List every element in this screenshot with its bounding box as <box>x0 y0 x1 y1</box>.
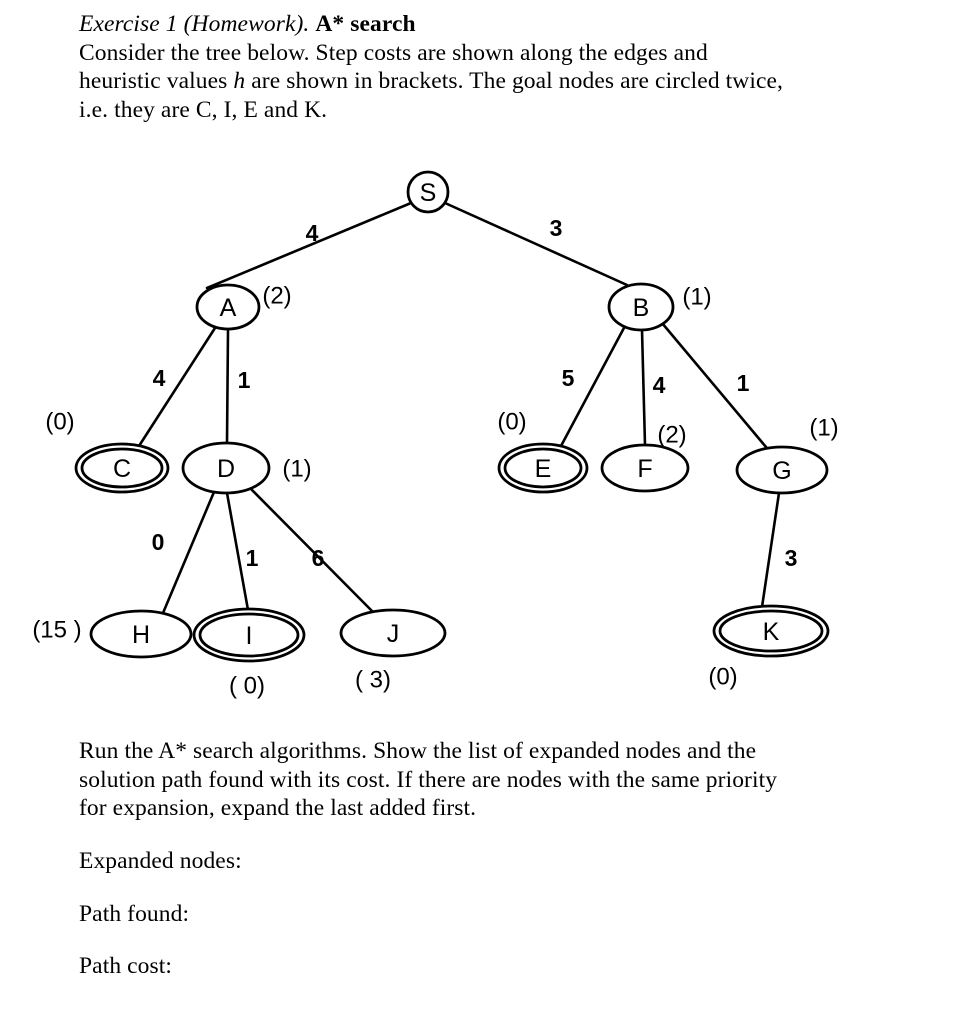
edge-cost-g-k: 3 <box>785 545 798 571</box>
edge-cost-a-d: 1 <box>238 367 251 393</box>
intro-line-2-part-a: heuristic values <box>79 68 228 94</box>
tree-node-s: S <box>406 170 450 214</box>
node-outline-b <box>607 282 675 332</box>
prompt-expanded-nodes: Expanded nodes: <box>79 848 242 874</box>
edge-cost-a-c: 4 <box>153 365 166 391</box>
heuristic-label-g: (1) <box>809 415 838 442</box>
tree-node-j: J <box>339 608 447 658</box>
tree-edge-b-f <box>640 328 647 447</box>
tree-node-b: B <box>607 282 675 332</box>
node-label-e: E <box>535 455 552 483</box>
intro-text-block: Exercise 1 (Homework). A* search Conside… <box>79 10 949 124</box>
node-outline-c <box>74 442 170 494</box>
heuristic-label-c: (0) <box>45 409 74 436</box>
node-label-k: K <box>763 618 780 646</box>
task-line-2: solution path found with its cost. If th… <box>79 766 778 793</box>
edge-cost-b-f: 4 <box>653 372 666 398</box>
intro-line-2: heuristic values h are shown in brackets… <box>79 67 949 96</box>
intro-line-1: Consider the tree below. Step costs are … <box>79 39 708 66</box>
edge-cost-b-g: 1 <box>737 370 750 396</box>
intro-line-2-part-b: are shown in brackets. The goal nodes ar… <box>251 68 784 94</box>
tree-edges <box>137 201 781 615</box>
tree-node-c: C <box>74 442 170 494</box>
node-outline-i <box>192 607 306 663</box>
tree-edge-d-h <box>161 490 216 615</box>
goal-node-inner-ring-k <box>718 609 824 653</box>
node-label-i: I <box>246 622 253 650</box>
exercise-title: Exercise 1 (Homework). A* search <box>79 10 949 39</box>
tree-node-h: H <box>89 609 193 659</box>
node-outline-f <box>600 443 690 493</box>
node-outline-e <box>497 442 589 494</box>
node-label-b: B <box>633 294 650 322</box>
node-outline-k <box>712 604 830 658</box>
node-outline-g <box>735 445 829 495</box>
node-label-d: D <box>217 455 235 483</box>
tree-edge-a-d <box>225 328 230 445</box>
tree-node-f: F <box>600 443 690 493</box>
tree-node-d: D <box>181 441 271 495</box>
node-label-j: J <box>387 620 400 648</box>
tree-edge-s-a <box>205 201 413 290</box>
node-outline-s <box>406 170 450 214</box>
tree-edge-d-i <box>225 491 250 612</box>
edge-cost-d-i: 1 <box>246 545 259 571</box>
heuristic-label-d: (1) <box>282 456 311 483</box>
exercise-title-prefix: Exercise 1 (Homework). <box>79 11 310 37</box>
heuristic-label-h: (15 ) <box>32 617 81 644</box>
task-line-3: for expansion, expand the last added fir… <box>79 795 477 821</box>
heuristic-symbol: h <box>233 68 246 94</box>
tree-edge-cost-labels: 4 3 4 1 0 1 6 5 4 1 3 <box>152 215 798 571</box>
tree-node-k: K <box>712 604 830 658</box>
node-outline-a <box>195 283 261 331</box>
tree-nodes: S A B C D E F G H I J K <box>74 170 830 663</box>
edge-cost-d-j: 6 <box>312 545 325 571</box>
edge-cost-s-a: 4 <box>306 220 319 246</box>
node-label-s: S <box>420 179 437 207</box>
heuristic-label-a: (2) <box>262 283 291 310</box>
tree-edge-d-j <box>248 486 375 614</box>
intro-line-3: i.e. they are C, I, E and K. <box>79 96 328 123</box>
tree-node-e: E <box>497 442 589 494</box>
tree-edge-g-k <box>760 491 781 609</box>
heuristic-label-f: (2) <box>657 422 686 449</box>
tree-node-g: G <box>735 445 829 495</box>
edge-cost-s-b: 3 <box>550 215 563 241</box>
tree-heuristic-labels: (2) (1) (0) (1) (0) (2) (1) (15 ) ( 0) ( 3) (0) <box>32 283 838 700</box>
exercise-title-suffix: A* search <box>315 11 416 37</box>
search-tree-diagram: 4 3 4 1 0 1 6 5 4 1 3 S A B C D E F G H I J K (2) (1) (0) (1) (0)… <box>32 170 839 700</box>
tree-node-a: A <box>195 283 261 331</box>
tree-edge-b-e <box>559 324 627 448</box>
edge-cost-b-e: 5 <box>562 365 575 391</box>
prompt-path-found: Path found: <box>79 901 190 927</box>
heuristic-label-b: (1) <box>682 284 711 311</box>
node-label-c: C <box>113 455 131 483</box>
node-label-h: H <box>132 621 150 649</box>
prompt-path-cost: Path cost: <box>79 953 173 979</box>
node-outline-d <box>181 441 271 495</box>
node-outline-j <box>339 608 447 658</box>
edge-cost-d-h: 0 <box>152 529 165 555</box>
heuristic-label-e: (0) <box>497 409 526 436</box>
node-label-a: A <box>220 294 237 322</box>
node-outline-h <box>89 609 193 659</box>
goal-node-inner-ring-i <box>198 612 300 658</box>
tree-edge-a-c <box>137 326 217 448</box>
heuristic-label-k: (0) <box>708 664 737 691</box>
tree-edge-s-b <box>443 201 629 287</box>
goal-node-inner-ring-c <box>80 447 164 489</box>
goal-node-inner-ring-e <box>503 447 583 489</box>
tree-node-i: I <box>192 607 306 663</box>
task-text-block: Run the A* search algorithms. Show the l… <box>79 737 939 823</box>
task-line-1: Run the A* search algorithms. Show the l… <box>79 738 757 764</box>
tree-edge-b-g <box>660 321 768 449</box>
node-label-g: G <box>772 457 791 485</box>
node-label-f: F <box>637 455 652 483</box>
heuristic-label-i: ( 0) <box>229 673 265 700</box>
heuristic-label-j: ( 3) <box>355 667 391 694</box>
